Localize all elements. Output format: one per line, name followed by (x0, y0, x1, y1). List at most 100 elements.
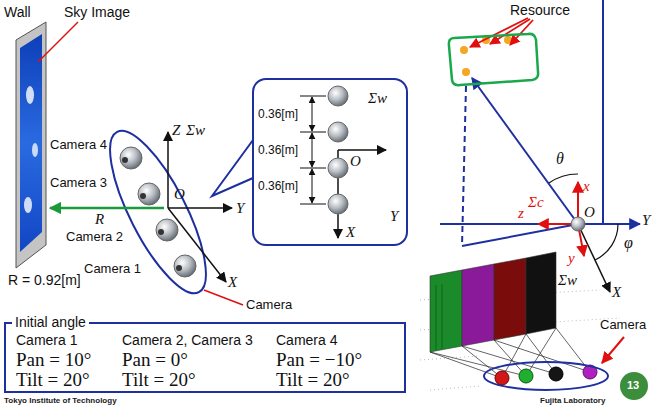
frame-symbol: Σc (528, 194, 544, 211)
sky-image (20, 34, 42, 252)
distance-arrow (50, 207, 164, 210)
dimension-tick (300, 132, 326, 133)
render-camera (549, 367, 563, 381)
callout-pointer (212, 140, 253, 196)
footer-text: Tokyo Institute of Technology (4, 396, 117, 406)
camera-sphere (328, 158, 348, 178)
cloud (26, 86, 34, 104)
table-cell: Pan = 0° (122, 349, 188, 370)
leader-line (204, 290, 243, 305)
table-cell: Pan = −10° (276, 349, 362, 370)
zoom-callout-box: Σw 0.36[m] 0.36[m] O Y 0.36[m] X (252, 78, 408, 246)
part-label: Camera (600, 318, 646, 333)
y-axis (168, 207, 232, 209)
resource-dot (462, 68, 470, 76)
origin-label: O (174, 186, 185, 203)
camera-sphere (328, 122, 348, 142)
region-heading: Resource (510, 2, 570, 18)
camera-sphere (571, 217, 585, 231)
dimension-tick (300, 96, 326, 97)
camera-sphere (174, 255, 196, 277)
frame-line (602, 0, 604, 224)
angle-arc (549, 174, 578, 183)
axis-label: Z (172, 122, 180, 139)
table-header: Camera 2, Camera 3 (122, 332, 253, 348)
grid-line (430, 386, 480, 390)
render-stripe (442, 284, 443, 349)
resource-arrow (510, 20, 533, 45)
camera-lens (158, 229, 164, 235)
x-axis (168, 208, 226, 282)
resource-arrow (490, 19, 530, 44)
region-outline (444, 30, 544, 90)
origin-label: O (350, 153, 361, 170)
angle-label: φ (624, 234, 633, 252)
dimension-label: R = 0.92[m] (8, 272, 81, 288)
resource-region: Resource (444, 30, 544, 90)
camera-lens (176, 265, 182, 271)
camera-lens (140, 193, 146, 199)
resource-dot (504, 36, 512, 44)
table-cell: Tilt = 20° (276, 369, 350, 390)
origin-label: O (584, 204, 595, 221)
render-camera (495, 371, 509, 385)
view-ray (430, 352, 502, 378)
render-camera (519, 369, 533, 383)
render-stripe (436, 285, 437, 350)
table-header: Camera 1 (16, 332, 77, 348)
dimension-label: 0.36[m] (258, 180, 298, 194)
table-cell: Pan = 10° (16, 349, 91, 370)
render-panel (462, 264, 494, 346)
axis-label: Y (642, 212, 650, 229)
pointer-arrow (602, 337, 624, 363)
view-ray (462, 346, 502, 378)
x-axis (578, 224, 610, 292)
z-axis (167, 132, 169, 208)
camera-label: Camera 4 (50, 138, 107, 153)
frame-symbol: Σw (368, 90, 387, 107)
part-label: Camera (246, 298, 292, 313)
view-ray (494, 340, 590, 372)
render-panel (526, 252, 556, 334)
page-number-badge: 13 (620, 372, 648, 400)
projection-line (462, 224, 578, 246)
axis-label: y (568, 250, 575, 267)
camera-sphere (328, 86, 348, 106)
camera-sphere (156, 219, 178, 241)
table-cell: Tilt = 20° (122, 369, 196, 390)
cloud (32, 143, 38, 157)
dimension-line (312, 169, 313, 203)
box-heading: Initial angle (12, 314, 89, 330)
leader-line (38, 22, 78, 62)
axis-label: Y (390, 208, 398, 225)
dimension-tick (300, 168, 326, 169)
camera-sphere (138, 183, 160, 205)
frame-symbol: Σw (186, 122, 205, 139)
camera-sphere (120, 147, 142, 169)
axis-label: X (346, 224, 355, 241)
axis-label: x (583, 178, 590, 195)
projection-line (462, 86, 466, 246)
camera-group-ellipse (92, 119, 224, 305)
camera-label: Camera 2 (66, 230, 123, 245)
axis-label: X (612, 284, 621, 301)
camera-sphere (328, 194, 348, 214)
table-cell: Tilt = 20° (16, 369, 90, 390)
initial-angle-box: Initial angleCamera 1Camera 2, Camera 3C… (4, 322, 406, 393)
table-header: Camera 4 (276, 332, 337, 348)
dimension-tick (300, 204, 326, 205)
page-number: 13 (627, 379, 639, 392)
dimension-label: 0.36[m] (258, 108, 298, 122)
camera-label: Camera 1 (84, 262, 141, 277)
render-panel (430, 270, 462, 352)
render-panel (494, 258, 526, 340)
camera-label: Camera 3 (50, 176, 107, 191)
axis-label: z (518, 205, 524, 222)
distance-label: R (95, 211, 104, 228)
resource-arrow (470, 18, 528, 47)
frame-symbol: Σw (558, 272, 577, 289)
footer-text: Fujita Laboratory (540, 396, 605, 406)
axis-label: Y (236, 200, 244, 217)
dimension-label: 0.36[m] (258, 144, 298, 158)
